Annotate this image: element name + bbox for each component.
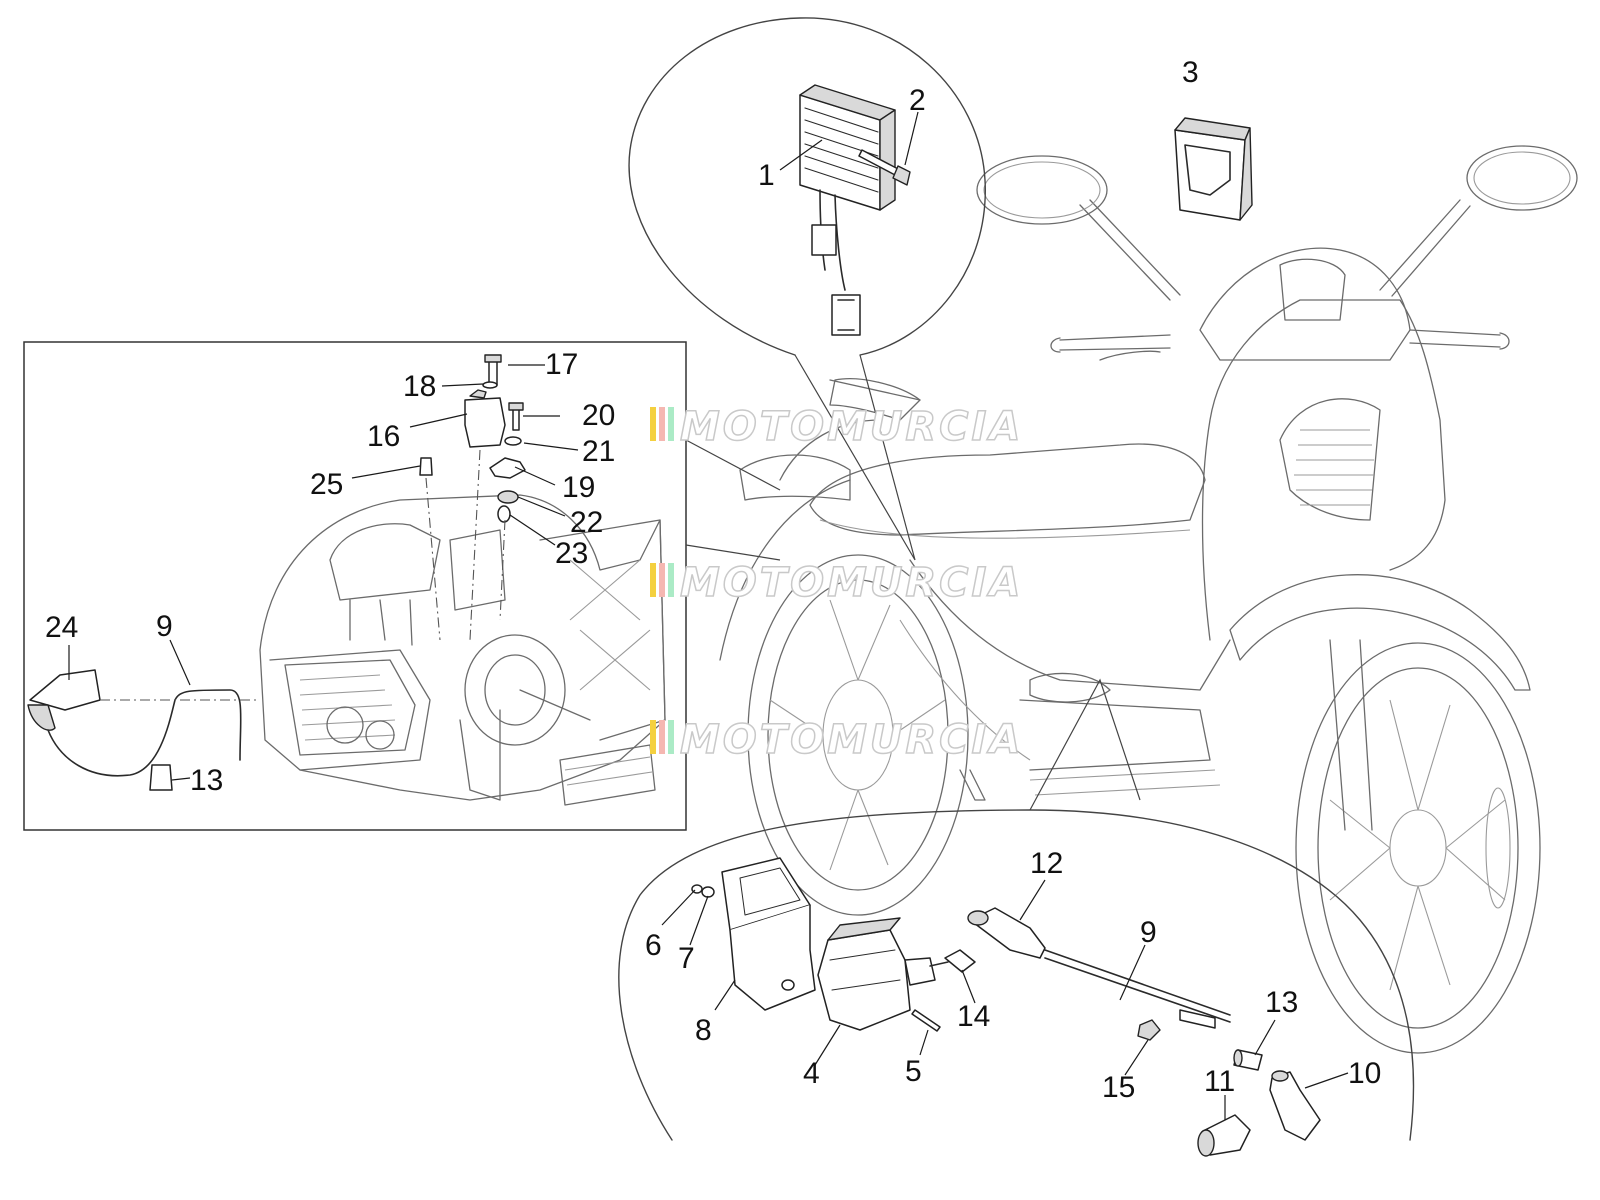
callout-14: 14 — [957, 1000, 990, 1033]
plug-grommet — [1197, 1114, 1251, 1157]
callout-16: 16 — [367, 420, 400, 453]
control-unit — [1174, 117, 1253, 221]
callout-4: 4 — [803, 1057, 820, 1090]
callout-25: 25 — [310, 468, 343, 501]
callout-24: 24 — [45, 611, 78, 644]
callout-1: 1 — [758, 159, 775, 192]
callout-13-detail: 13 — [1265, 986, 1298, 1019]
callout-12: 12 — [1030, 847, 1063, 880]
callout-2: 2 — [909, 84, 926, 117]
ignition-coil-assembly — [27, 354, 526, 791]
lock-nut — [1137, 1019, 1161, 1041]
callout-21: 21 — [582, 435, 615, 468]
watermark-1: MOTOMURCIA — [650, 403, 1023, 451]
callout-10: 10 — [1348, 1057, 1381, 1090]
engine-detail-box — [23, 341, 781, 831]
ignition-detail-ellipse — [618, 678, 1415, 1141]
spade-connector — [929, 949, 976, 973]
callout-11: 11 — [1204, 1065, 1235, 1098]
plug-cap — [967, 907, 1046, 959]
scooter-outline — [719, 145, 1578, 1054]
callout-15: 15 — [1102, 1071, 1135, 1104]
callout-17: 17 — [545, 348, 578, 381]
coil-screw — [911, 1009, 941, 1032]
watermark-text: MOTOMURCIA — [680, 717, 1023, 763]
callout-numbers: 1 2 3 4 5 6 7 8 9 9 10 11 12 13 13 14 15… — [45, 56, 1381, 1104]
leader-lines — [68, 111, 1349, 1120]
callout-18: 18 — [403, 370, 436, 403]
watermark-3: MOTOMURCIA — [650, 716, 1023, 764]
spark-plug-cap — [1269, 1070, 1321, 1141]
callout-8: 8 — [695, 1014, 712, 1047]
callout-9-engine: 9 — [156, 610, 173, 643]
callout-5: 5 — [905, 1055, 922, 1088]
callout-20: 20 — [582, 399, 615, 432]
regulator-bolt — [858, 149, 911, 186]
coil-bracket — [721, 857, 816, 1011]
callout-3: 3 — [1182, 56, 1199, 89]
watermark-2: MOTOMURCIA — [650, 559, 1023, 607]
callout-9-detail: 9 — [1140, 916, 1157, 949]
ignition-coil — [817, 917, 936, 1031]
callout-22: 22 — [570, 506, 603, 539]
lead-sleeve — [1233, 1049, 1263, 1071]
callout-23: 23 — [555, 537, 588, 570]
callout-6: 6 — [645, 929, 662, 962]
voltage-regulator — [799, 84, 896, 336]
watermark-text: MOTOMURCIA — [680, 404, 1023, 450]
callout-7: 7 — [678, 942, 695, 975]
watermark-text: MOTOMURCIA — [680, 560, 1023, 606]
ht-lead — [1044, 949, 1231, 1029]
engine-assembly — [259, 494, 666, 806]
regulator-detail-circle — [628, 17, 986, 561]
callout-13-engine: 13 — [190, 764, 223, 797]
mounting-washers — [691, 884, 715, 898]
callout-19: 19 — [562, 471, 595, 504]
